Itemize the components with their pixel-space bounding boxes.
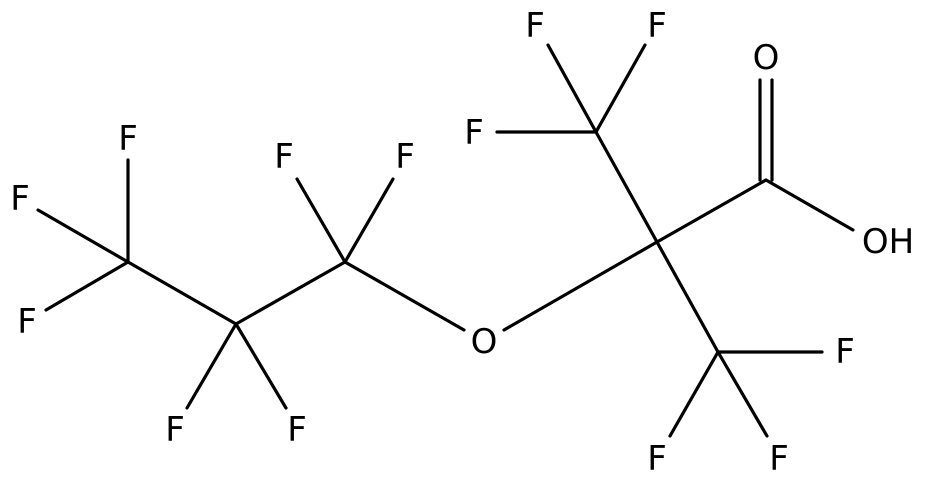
bond-c2-f-left	[185, 322, 238, 410]
bond-c4-c7	[655, 240, 720, 354]
atom-f-c1-left: F	[10, 179, 30, 219]
bond-c3-f-left	[295, 177, 347, 264]
bond-o-c4	[502, 240, 659, 332]
atom-f-c1-lower: F	[17, 302, 37, 342]
bond-c5-f-upright	[594, 43, 647, 134]
bond-layer	[36, 43, 855, 438]
bond-c4-c6	[655, 178, 768, 244]
atom-f-c5-left: F	[464, 113, 484, 153]
bond-c5-f-upleft	[546, 43, 598, 134]
bond-c1-c2	[126, 260, 238, 326]
atom-f-c1-top: F	[118, 119, 138, 159]
bond-c6-oh	[764, 178, 855, 232]
atom-f-c2-left: F	[165, 410, 185, 450]
bond-c4-c5	[594, 130, 659, 244]
bond-c2-c3	[234, 260, 347, 326]
bond-c1-f-left	[36, 208, 130, 264]
atom-o-ether: O	[471, 322, 498, 362]
atom-f-c5-upright: F	[647, 6, 667, 46]
bond-c1-f-lower	[44, 260, 130, 312]
atom-f-c3-right: F	[395, 137, 415, 177]
bond-c7-f-lowright	[716, 350, 769, 438]
atom-o-carbonyl: O	[753, 38, 780, 78]
atom-f-c7-lowright: F	[769, 439, 789, 479]
bond-c3-o	[343, 260, 466, 332]
bond-c3-f-right	[343, 177, 395, 264]
bond-c7-f-lowleft	[668, 350, 720, 438]
atom-oh: OH	[862, 222, 914, 262]
atom-f-c7-lowleft: F	[647, 439, 667, 479]
bond-c2-f-right	[234, 322, 288, 410]
atom-f-c7-right: F	[835, 332, 855, 372]
atom-f-c3-left: F	[274, 137, 294, 177]
atom-f-c5-upleft: F	[525, 6, 545, 46]
atom-f-c2-right: F	[287, 410, 307, 450]
atom-label-layer: F F F F F F F O F F F O OH F F F	[10, 6, 914, 479]
